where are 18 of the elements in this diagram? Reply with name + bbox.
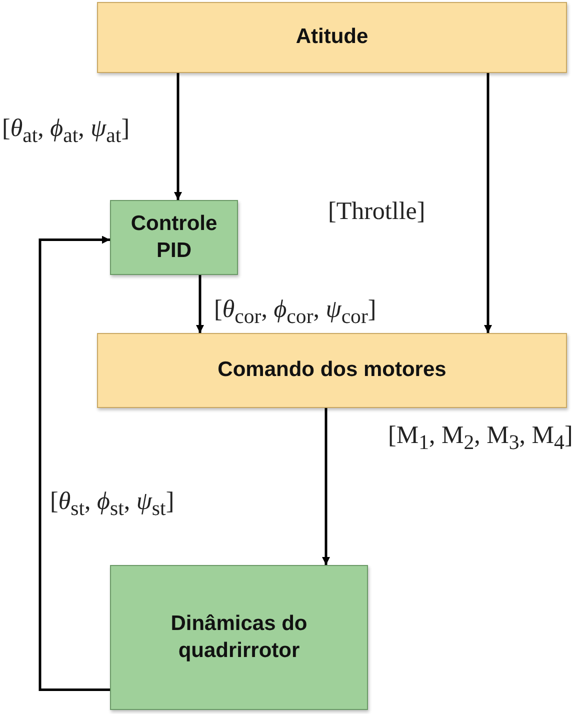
edge-label: [θ$_{st}$, ϕ$_{st}$, ψ$_{st}$]: [50, 488, 174, 521]
arrow: [322, 408, 330, 565]
arrow: [484, 73, 492, 333]
process-box: [110, 200, 238, 275]
edge-label: [θ$_{cor}$, ϕ$_{cor}$, ψ$_{cor}$]: [214, 296, 376, 329]
arrow: [38, 236, 110, 691]
process-box: [110, 565, 368, 710]
edge-label: [θ$_{at}$, ϕ$_{at}$, ψ$_{at}$]: [2, 115, 130, 148]
box-label: Dinâmicas do quadrirrotor: [170, 611, 308, 664]
arrow: [174, 73, 182, 200]
edge-label: [M$_{1}$, M$_{2}$, M$_{3}$, M$_{4}$]: [388, 422, 573, 455]
box-label: Controle PID: [130, 211, 218, 264]
edge-label: [Throtlle]: [328, 198, 426, 226]
box-label: Comando dos motores: [216, 357, 448, 384]
process-box: [97, 333, 567, 408]
arrow: [196, 275, 204, 333]
box-label: Atitude: [294, 24, 370, 50]
process-box: [97, 2, 567, 73]
